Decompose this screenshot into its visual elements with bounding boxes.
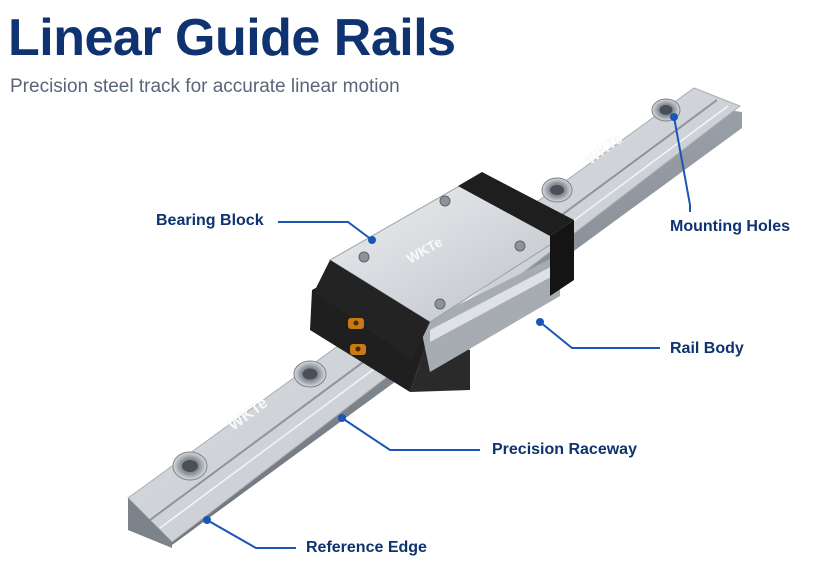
bearing-block-leader bbox=[278, 221, 373, 241]
rail-body-leader bbox=[539, 321, 660, 349]
callout-bearing-block: Bearing Block bbox=[156, 212, 264, 229]
callout-reference-edge: Reference Edge bbox=[306, 539, 427, 556]
page-subtitle: Precision steel track for accurate linea… bbox=[10, 76, 400, 97]
bearing-block-shape bbox=[310, 172, 574, 392]
page-title: Linear Guide Rails bbox=[8, 9, 456, 67]
precision-raceway-leader bbox=[341, 417, 480, 451]
reference-edge-leader bbox=[206, 519, 296, 549]
callout-rail-body: Rail Body bbox=[670, 340, 744, 357]
mounting-holes-leader bbox=[673, 116, 691, 212]
callout-mounting-holes: Mounting Holes bbox=[670, 218, 790, 235]
callout-precision-raceway: Precision Raceway bbox=[492, 441, 637, 458]
